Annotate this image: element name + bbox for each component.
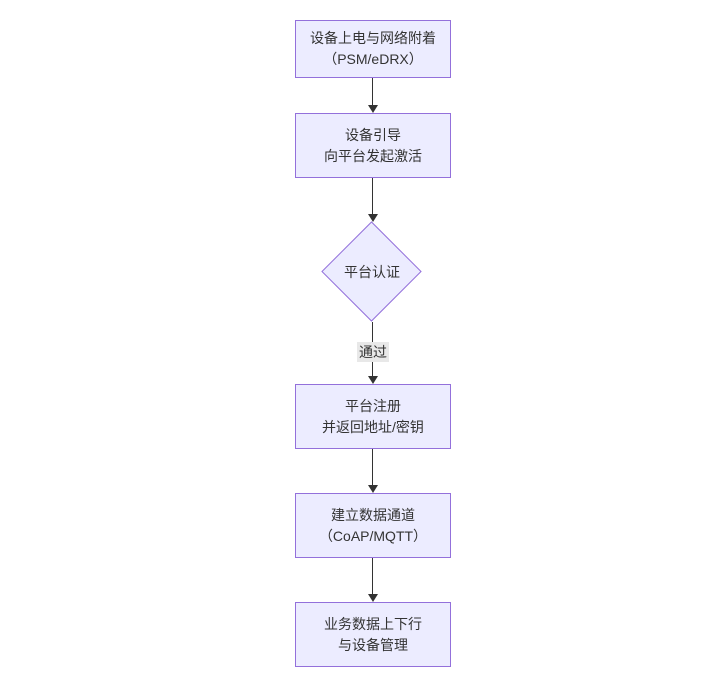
node-label-line: 与设备管理 — [338, 636, 408, 653]
edge-line — [372, 78, 373, 106]
edge-label-pass: 通过 — [357, 342, 389, 362]
flow-node-bootstrap-activate: 设备引导 向平台发起激活 — [295, 113, 451, 178]
node-label-line: 平台认证 — [344, 263, 400, 280]
edge-line — [372, 178, 373, 215]
node-label-line: （CoAP/MQTT） — [318, 527, 428, 544]
node-label-line: （PSM/eDRX） — [323, 51, 423, 67]
node-label-line: 平台注册 — [345, 397, 401, 414]
flow-node-platform-auth: 平台认证 — [321, 221, 422, 322]
node-label-line: 业务数据上下行 — [324, 615, 422, 632]
arrowhead-down-icon — [368, 105, 378, 113]
edge-line — [372, 449, 373, 486]
node-label-line: 建立数据通道 — [331, 506, 415, 523]
node-label-line: 并返回地址/密钥 — [322, 418, 424, 435]
flow-node-business-ops: 业务数据上下行 与设备管理 — [295, 602, 451, 667]
arrowhead-down-icon — [368, 376, 378, 384]
node-label-line: 向平台发起激活 — [324, 147, 422, 164]
arrowhead-down-icon — [368, 594, 378, 602]
arrowhead-down-icon — [368, 485, 378, 493]
node-label-line: 设备上电与网络附着 — [310, 30, 436, 46]
arrowhead-down-icon — [368, 214, 378, 222]
node-label-line: 设备引导 — [345, 126, 401, 143]
flow-node-platform-register: 平台注册 并返回地址/密钥 — [295, 384, 451, 449]
flow-node-power-network-attach: 设备上电与网络附着 （PSM/eDRX） — [295, 20, 451, 78]
edge-line — [372, 558, 373, 595]
flow-node-data-channel: 建立数据通道 （CoAP/MQTT） — [295, 493, 451, 558]
